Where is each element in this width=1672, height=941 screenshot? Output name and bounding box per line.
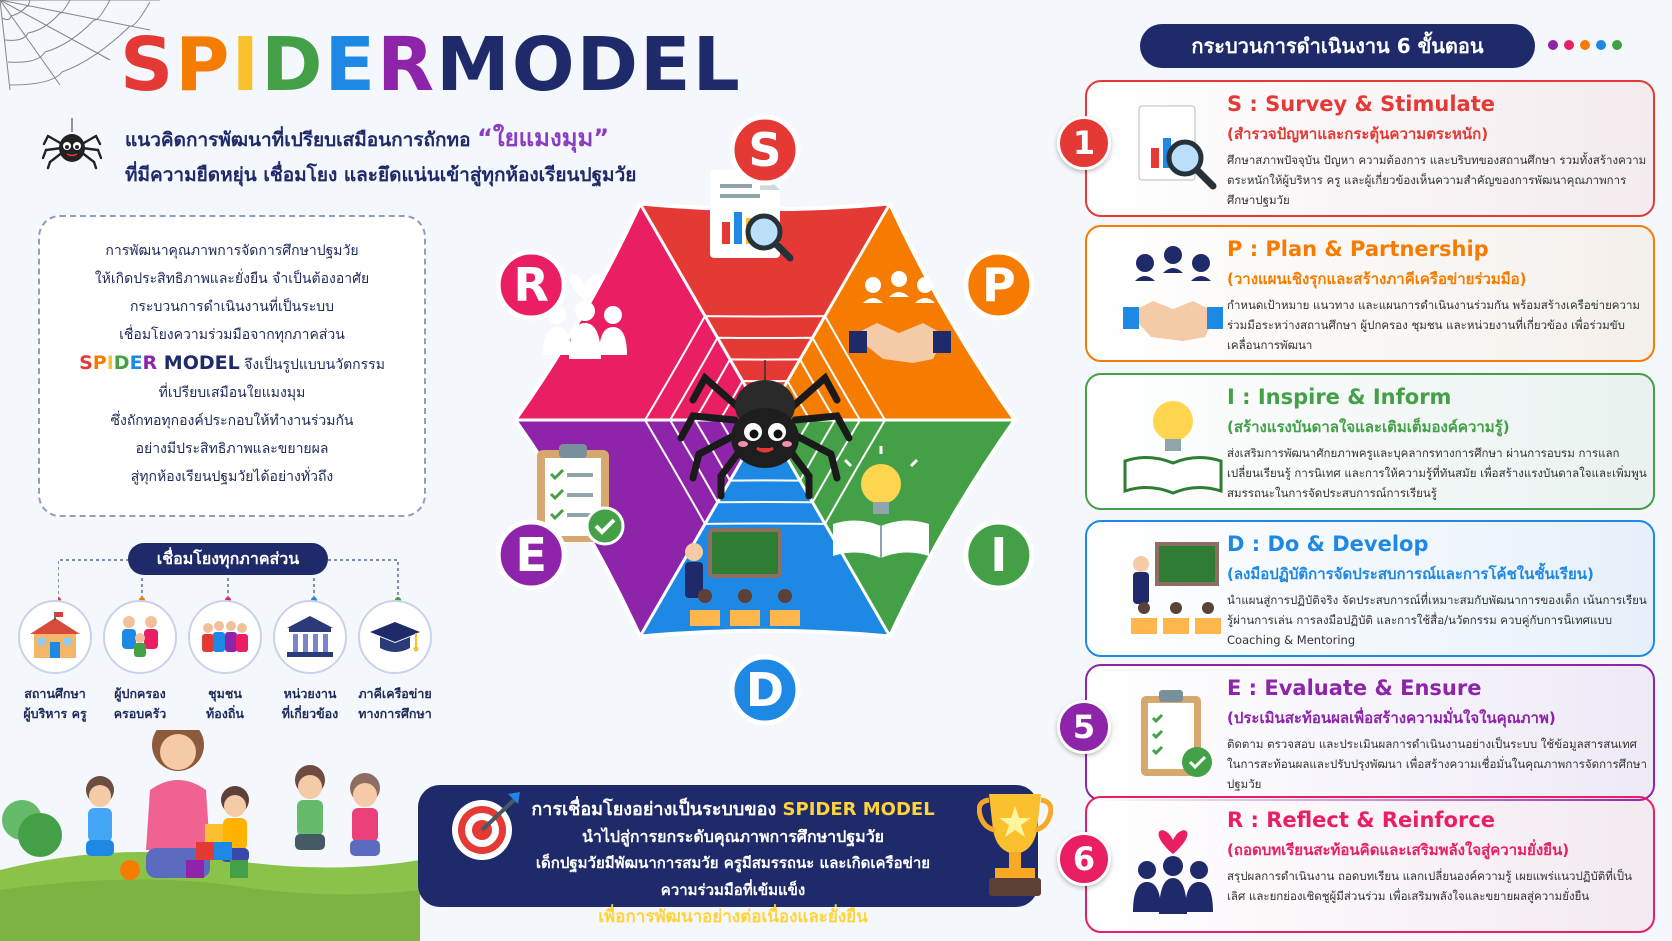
teacher-classroom-icon [685, 528, 800, 626]
web-letter-badge: E [495, 519, 567, 591]
spider-web-diagram: S P I D E R [495, 114, 1035, 726]
partner-network: ภาคีเครือข่าย ทางการศึกษา [355, 600, 435, 724]
checklist-icon [537, 444, 625, 546]
decorative-dots [1548, 40, 1622, 50]
title-letter: I [231, 22, 262, 108]
step-card: E : Evaluate & Ensure (ประเมินสะท้อนผลเพื… [1085, 664, 1655, 801]
children-playing-illustration [0, 730, 420, 941]
trophy-icon [977, 794, 1053, 896]
web-letter: E [515, 528, 546, 582]
partner-agency: หน่วยงาน ที่เกี่ยวข้อง [270, 600, 350, 724]
title-letter: E [324, 22, 378, 108]
brand-letter: E [129, 352, 143, 374]
step-description: กำหนดเป้าหมาย แนวทาง และแผนการดำเนินงานร… [1227, 298, 1640, 352]
result-summary-box: การเชื่อมโยงอย่างเป็นระบบของ SPIDER MODE… [418, 785, 1038, 927]
step-number-badge: 6 [1057, 832, 1111, 886]
brand-letter: P [92, 352, 107, 374]
corner-spiderweb-icon [0, 0, 160, 91]
step-heading: P : Plan & Partnership [1227, 237, 1489, 261]
brand-letter: I [106, 352, 114, 374]
partner-family: ผู้ปกครอง ครอบครัว [100, 600, 180, 724]
web-letter-badge: I [963, 519, 1035, 591]
report-magnifier-icon [1138, 105, 1217, 190]
page-title: SPIDER MODEL [120, 22, 742, 108]
handshake-network-icon [849, 271, 951, 363]
step-subheading: (วางแผนเชิงรุกและสร้างภาคีเครือข่ายร่วมม… [1227, 270, 1527, 288]
title-letter: D [261, 22, 325, 108]
step-subheading: (ประเมินสะท้อนผลเพื่อสร้างความมั่นใจในคุ… [1227, 709, 1556, 727]
web-letter-badge: P [963, 249, 1035, 321]
heart-group-icon [1133, 830, 1213, 914]
intro-brand-name: SPIDER MODEL [79, 352, 240, 374]
title-letter: S [120, 22, 176, 108]
step-heading: E : Evaluate & Ensure [1227, 676, 1482, 700]
report-magnifier-icon [710, 170, 794, 262]
decor-dot [1596, 40, 1606, 50]
target-icon [452, 792, 520, 860]
step-card: S : Survey & Stimulate (สำรวจปัญหาและกระต… [1085, 80, 1655, 217]
heart-group-icon [543, 274, 627, 359]
decor-dot [1548, 40, 1558, 50]
step-description: ส่งเสริมการพัฒนาศักยภาพครูและบุคลากรทางก… [1227, 446, 1647, 500]
step-subheading: (ถอดบทเรียนสะท้อนคิดและเสริมพลังใจสู่ควา… [1227, 841, 1570, 859]
community-icon [202, 621, 248, 652]
step-number-badge: 1 [1057, 116, 1111, 170]
partner-community: ชุมชน ท้องถิ่น [185, 600, 265, 724]
step-subheading: (ลงมือปฏิบัติการจัดประสบการณ์และการโค้ชใ… [1227, 565, 1594, 583]
small-spider-icon [42, 118, 102, 170]
connect-title: เชื่อมโยงทุกภาคส่วน [128, 543, 328, 575]
step-heading: D : Do & Develop [1227, 532, 1429, 556]
web-letter: P [982, 258, 1016, 312]
step-description: ศึกษาสภาพปัจจุบัน ปัญหา ความต้องการ และบ… [1227, 153, 1647, 207]
step-heading: S : Survey & Stimulate [1227, 92, 1495, 116]
step-heading: I : Inspire & Inform [1227, 385, 1452, 409]
web-letter-badge: S [729, 114, 801, 186]
web-letter-badge: D [729, 654, 801, 726]
partner-school: สถานศึกษา ผู้บริหาร ครู [15, 600, 95, 724]
web-letter: I [990, 528, 1007, 582]
steps-title: กระบวนการดำเนินงาน 6 ขั้นตอน [1140, 24, 1535, 68]
step-card: R : Reflect & Reinforce (ถอดบทเรียนสะท้อน… [1085, 796, 1655, 933]
brand-rest: MODEL [157, 352, 240, 374]
web-segment [640, 203, 890, 420]
step-subheading: (สร้างแรงบันดาลใจและเติมเต็มองค์ความรู้) [1227, 418, 1510, 436]
step-card: I : Inspire & Inform (สร้างแรงบันดาลใจและ… [1085, 373, 1655, 510]
web-letter-badge: R [495, 249, 567, 321]
decor-dot [1612, 40, 1622, 50]
step-description: สรุปผลการดำเนินงาน ถอดบทเรียน แลกเปลี่ยน… [1227, 869, 1632, 903]
step-description: นำแผนสู่การปฏิบัติจริง จัดประสบการณ์ที่เ… [1227, 593, 1647, 647]
lightbulb-book-icon [1123, 401, 1223, 495]
government-building-icon [287, 616, 333, 657]
checklist-icon [1141, 690, 1212, 777]
brand-letter: S [79, 352, 93, 374]
step-subheading: (สำรวจปัญหาและกระตุ้นความตระหนัก) [1227, 125, 1489, 143]
brand-letter: R [142, 352, 158, 374]
graduation-cap-icon [370, 622, 420, 652]
page-subtitle: แนวคิดการพัฒนาที่เปรียบเสมือนการถักทอ “ใ… [125, 124, 637, 186]
web-letter: D [746, 663, 784, 717]
decor-dot [1564, 40, 1574, 50]
step-heading: R : Reflect & Reinforce [1227, 808, 1496, 832]
step-card: D : Do & Develop (ลงมือปฏิบัติการจัดประสบ… [1085, 520, 1655, 657]
title-letter: P [175, 22, 232, 108]
teacher-classroom-icon [1131, 542, 1221, 634]
step-description: ติดตาม ตรวจสอบ และประเมินผลการดำเนินงานอ… [1227, 737, 1647, 791]
brand-letter: D [113, 352, 130, 374]
handshake-network-icon [1123, 246, 1223, 341]
decor-dot [1580, 40, 1590, 50]
web-letter: R [513, 258, 548, 312]
step-number-badge: 5 [1057, 700, 1111, 754]
school-icon [30, 612, 80, 658]
step-card: P : Plan & Partnership (วางแผนเชิงรุกและส… [1085, 225, 1655, 362]
lightbulb-book-icon [833, 446, 929, 558]
web-letter: S [748, 123, 781, 177]
central-spider-icon [677, 360, 853, 500]
title-letter: R [377, 22, 437, 108]
intro-box: การพัฒนาคุณภาพการจัดการศึกษาปฐมวัย ให้เก… [38, 215, 426, 517]
family-icon [122, 616, 158, 657]
